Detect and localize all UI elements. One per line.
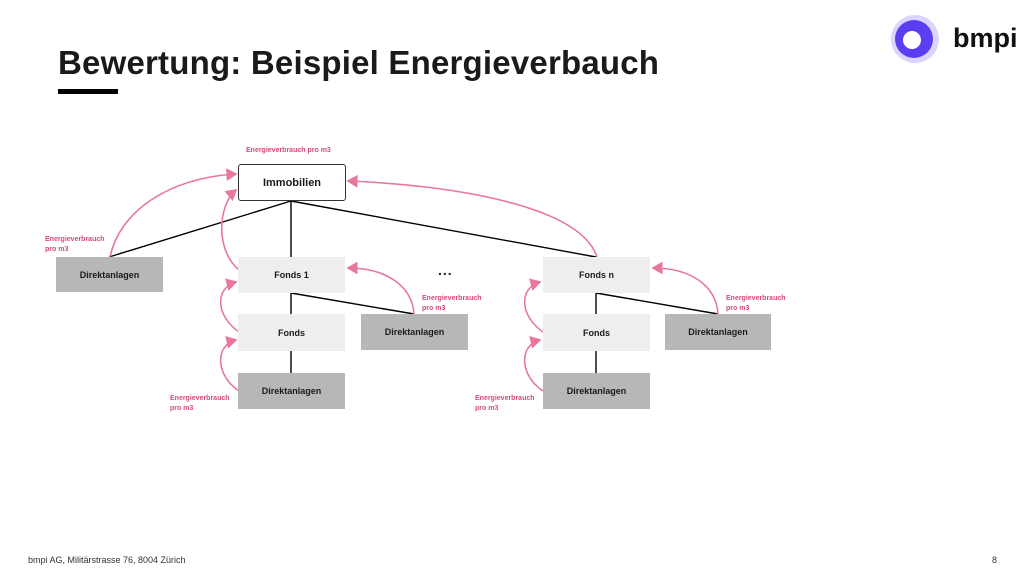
annotation-left-line1: Energieverbrauch (45, 236, 105, 243)
annotation-fondsn-right-line1: Energieverbrauch (726, 295, 786, 302)
logo-text: bmpi (953, 23, 1018, 53)
annotation-fonds1-right-line2: pro m3 (422, 305, 446, 312)
annotation-left-line2: pro m3 (45, 246, 69, 253)
arrow-direkt-to-fondsn (651, 261, 719, 315)
annotation-fondsn-bottom-line2: pro m3 (475, 405, 499, 412)
annotation-fonds1-right-line1: Energieverbrauch (422, 295, 482, 302)
annotation-fonds1-right: Energieverbrauch pro m3 (422, 294, 482, 314)
node-fonds-n-sub-direktanlagen: Direktanlagen (543, 373, 650, 409)
node-fonds-n-direktanlagen: Direktanlagen (665, 314, 771, 350)
arrow-left-to-immobilien (109, 168, 238, 258)
ellipsis: ... (438, 262, 453, 278)
node-direktanlagen-left: Direktanlagen (56, 257, 163, 292)
annotation-fondsn-bottom-line1: Energieverbrauch (475, 395, 535, 402)
arrow-fonds1-to-immobilien (220, 188, 240, 271)
annotation-top: Energieverbrauch pro m3 (246, 147, 331, 154)
annotation-fondsn-right-line2: pro m3 (726, 305, 750, 312)
slide-title: Bewertung: Beispiel Energieverbauch (58, 44, 660, 81)
annotation-fondsn-right: Energieverbrauch pro m3 (726, 294, 786, 314)
arrow-fonds-to-fondsn (523, 278, 544, 333)
annotation-fonds1-bottom: Energieverbrauch pro m3 (170, 394, 230, 414)
arrow-sub-to-fonds-1 (219, 336, 240, 392)
line-immobilien-fondsn (290, 200, 597, 258)
line-fonds1-direktanlagen (290, 292, 415, 315)
arrow-fonds-to-fonds1 (219, 278, 240, 333)
line-fondsn-direktanlagen (595, 292, 719, 315)
node-fonds-1: Fonds 1 (238, 257, 345, 293)
page-number: 8 (992, 555, 998, 565)
node-fonds-1-sub: Fonds (238, 314, 345, 351)
arrow-fondsn-to-immobilien (346, 174, 598, 258)
node-fonds-1-sub-direktanlagen: Direktanlagen (238, 373, 345, 409)
node-immobilien: Immobilien (238, 164, 346, 201)
line-immobilien-direktanlagen (108, 200, 292, 258)
node-fonds-n-sub: Fonds (543, 314, 650, 351)
arrow-direkt-to-fonds1 (346, 261, 415, 315)
annotation-fonds1-bottom-line1: Energieverbrauch (170, 395, 230, 402)
footer-address: bmpi AG, Militärstrasse 76, 8004 Zürich (28, 555, 186, 565)
annotation-left: Energieverbrauch pro m3 (45, 235, 105, 255)
arrow-sub-to-fonds-n (523, 336, 544, 392)
annotation-fonds1-bottom-line2: pro m3 (170, 405, 194, 412)
node-fonds-1-direktanlagen: Direktanlagen (361, 314, 468, 350)
node-fonds-n: Fonds n (543, 257, 650, 293)
annotation-fondsn-bottom: Energieverbrauch pro m3 (475, 394, 535, 414)
title-underline (58, 89, 118, 94)
bmpi-logo-icon (891, 15, 939, 63)
